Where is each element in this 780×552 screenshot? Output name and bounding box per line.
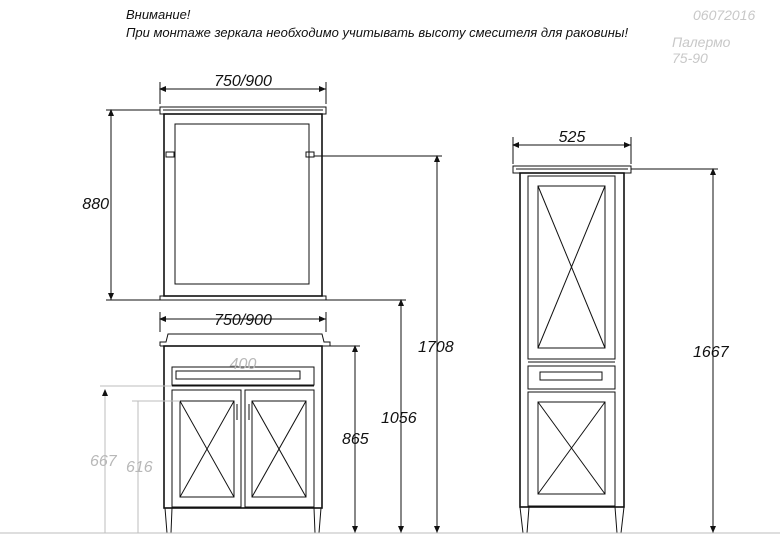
leg-height-b-label: 667 xyxy=(90,453,118,470)
tall-cabinet xyxy=(512,165,632,534)
total-height-label: 1708 xyxy=(418,339,454,356)
mount-height-label: 1056 xyxy=(381,410,417,427)
cabinet-height-label: 1667 xyxy=(693,344,730,361)
leg-height-a-label: 616 xyxy=(126,459,153,476)
vanity xyxy=(159,333,331,534)
cabinet-width-label: 525 xyxy=(559,129,586,146)
vanity-height-label: 865 xyxy=(342,431,369,448)
warning-title: Внимание! xyxy=(126,7,191,22)
mirror xyxy=(159,106,327,301)
mirror-width-label: 750/900 xyxy=(214,73,272,90)
sink-hint-label: 400 xyxy=(230,356,257,373)
warning-text: При монтаже зеркала необходимо учитывать… xyxy=(126,25,628,40)
vanity-width-label: 750/900 xyxy=(214,312,272,329)
mirror-height-label: 880 xyxy=(82,196,109,213)
product-sizes: 75-90 xyxy=(672,50,708,66)
product-series: Палермо xyxy=(672,34,731,50)
product-code: 06072016 xyxy=(693,7,756,23)
